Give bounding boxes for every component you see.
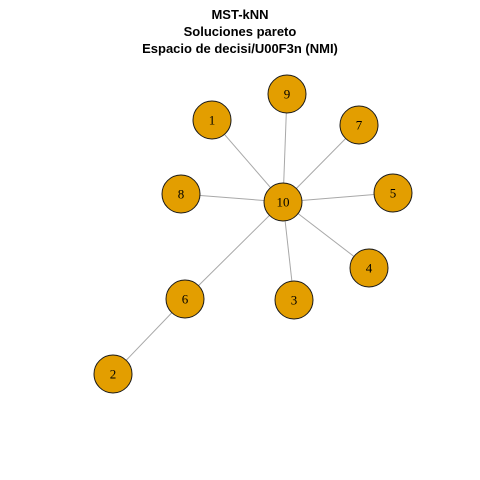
node-circle (373, 173, 413, 213)
node-label: 1 (209, 113, 216, 128)
node-label: 7 (356, 118, 363, 133)
node-circle (263, 182, 303, 222)
node-6: 6 (165, 279, 205, 319)
node-9: 9 (267, 74, 307, 114)
node-label: 8 (178, 187, 185, 202)
node-circle (165, 279, 205, 319)
node-7: 7 (339, 105, 379, 145)
node-label: 5 (390, 186, 397, 201)
node-10: 10 (263, 182, 303, 222)
node-layer: 1 2 3 4 5 6 7 8 9 10 (93, 74, 413, 394)
plot-subtitle: Soluciones pareto (183, 24, 297, 39)
node-label: 10 (277, 195, 290, 210)
edge-10-6 (184, 201, 284, 300)
node-label: 4 (366, 261, 373, 276)
node-5: 5 (373, 173, 413, 213)
node-1: 1 (192, 100, 232, 140)
node-circle (339, 105, 379, 145)
node-8: 8 (161, 174, 201, 214)
node-circle (192, 100, 232, 140)
node-circle (267, 74, 307, 114)
node-3: 3 (274, 280, 314, 320)
node-label: 2 (110, 367, 117, 382)
node-circle (349, 248, 389, 288)
node-label: 3 (291, 293, 298, 308)
node-4: 4 (349, 248, 389, 288)
node-label: 6 (182, 292, 189, 307)
node-circle (93, 354, 133, 394)
node-circle (274, 280, 314, 320)
node-circle (161, 174, 201, 214)
plot-title: MST-kNN (211, 7, 269, 22)
node-label: 9 (284, 87, 291, 102)
node-2: 2 (93, 354, 133, 394)
plot-subtitle-2: Espacio de decisi/U00F3n (NMI) (142, 41, 338, 56)
